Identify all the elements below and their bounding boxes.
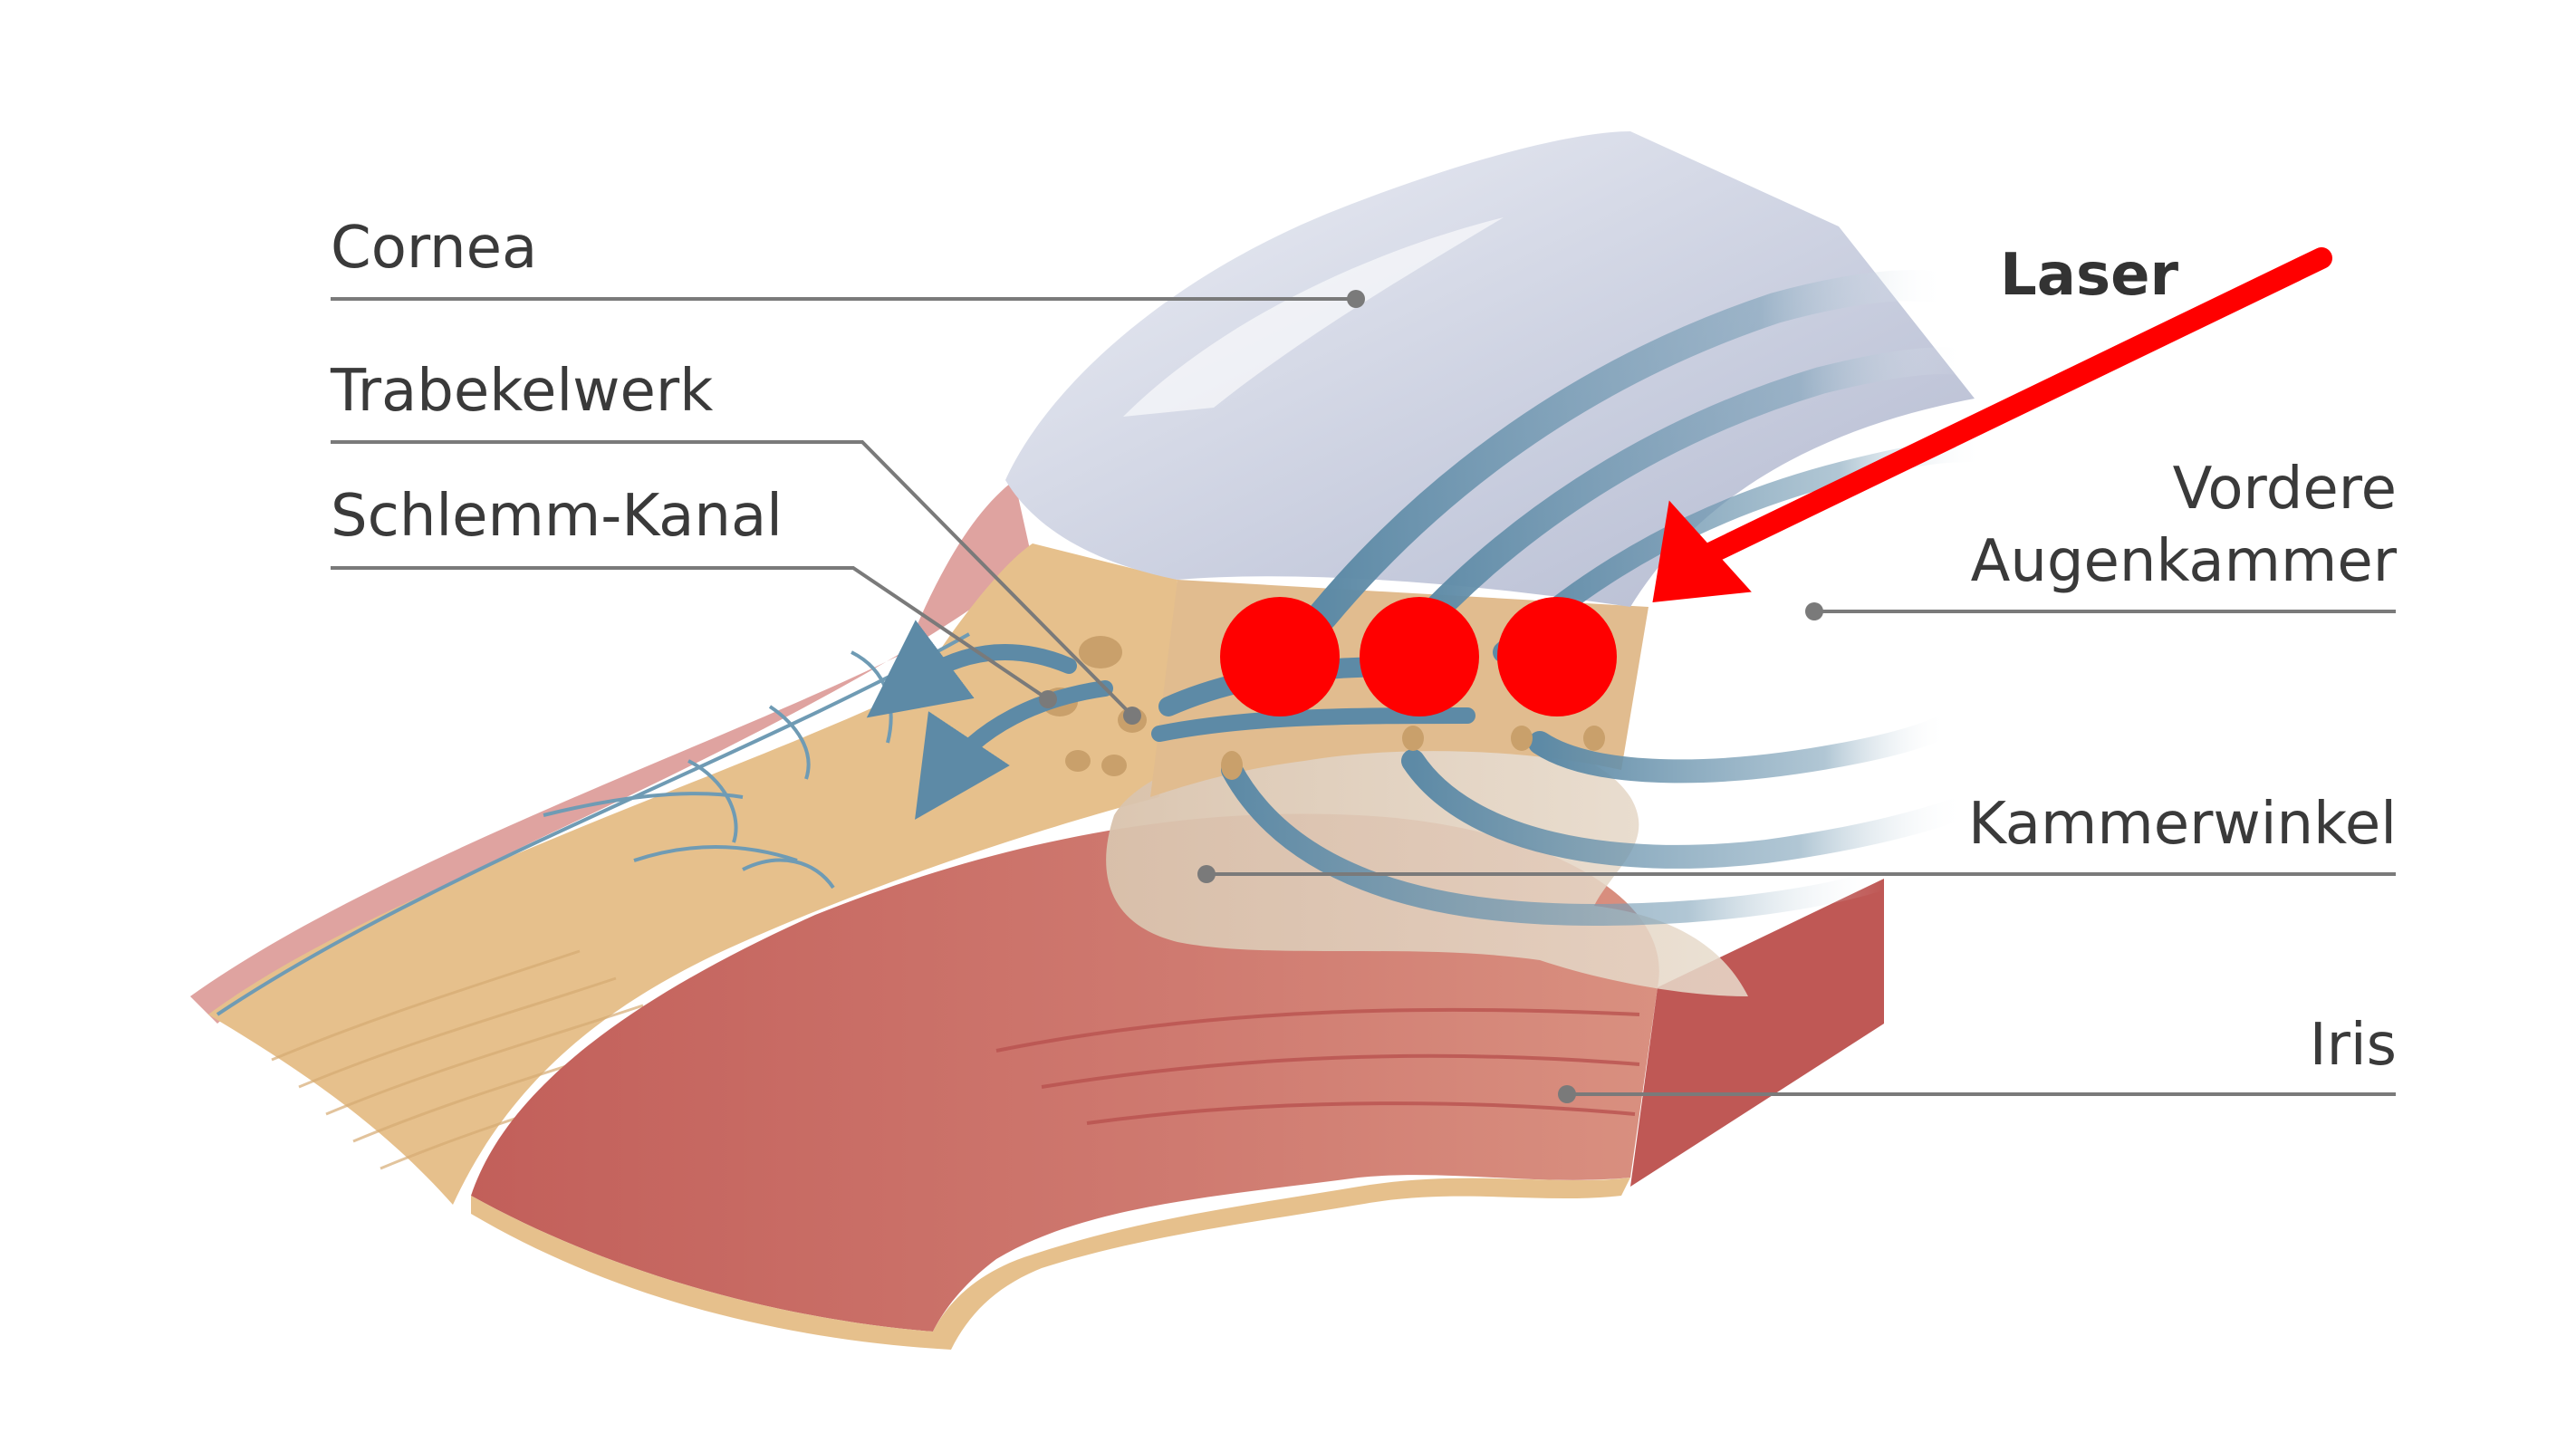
label-schlemm-kanal: Schlemm-Kanal	[331, 483, 783, 550]
leader-lines	[331, 297, 2396, 1096]
label-vordere-line1: Vordere	[2172, 456, 2397, 523]
leader-schlemm	[331, 566, 1050, 701]
cornea-highlight	[1123, 217, 1504, 417]
label-vordere-line2: Augenkammer	[1970, 528, 2397, 595]
label-iris: Iris	[2309, 1012, 2397, 1079]
leader-trabekelwerk	[331, 440, 1134, 717]
leader-dots	[1039, 290, 1823, 1103]
cornea	[1005, 131, 1975, 607]
iris-edge	[471, 1178, 1630, 1350]
iris-stripes	[995, 1007, 1640, 1125]
chamber-angle-tissue	[1106, 731, 1748, 996]
laser-spots	[1220, 597, 1617, 716]
label-vordere-augenkammer: Vordere Augenkammer	[1971, 453, 2397, 598]
laser-spot-2	[1360, 597, 1479, 716]
label-cornea: Cornea	[331, 215, 538, 282]
sclera-outer-rim	[190, 480, 1033, 1024]
laser-beam-arrow	[1652, 247, 2332, 603]
label-kammerwinkel: Kammerwinkel	[1967, 791, 2397, 858]
aqueous-flow-lower	[1221, 713, 1977, 927]
iris-cut-face	[1630, 879, 1884, 1187]
label-laser: Laser	[2000, 242, 2179, 309]
laser-spot-1	[1220, 597, 1340, 716]
outflow-arrows	[866, 620, 1113, 820]
label-trabekelwerk: Trabekelwerk	[331, 358, 714, 425]
sclera-vessels	[216, 632, 970, 1016]
laser-spot-3	[1497, 597, 1617, 716]
